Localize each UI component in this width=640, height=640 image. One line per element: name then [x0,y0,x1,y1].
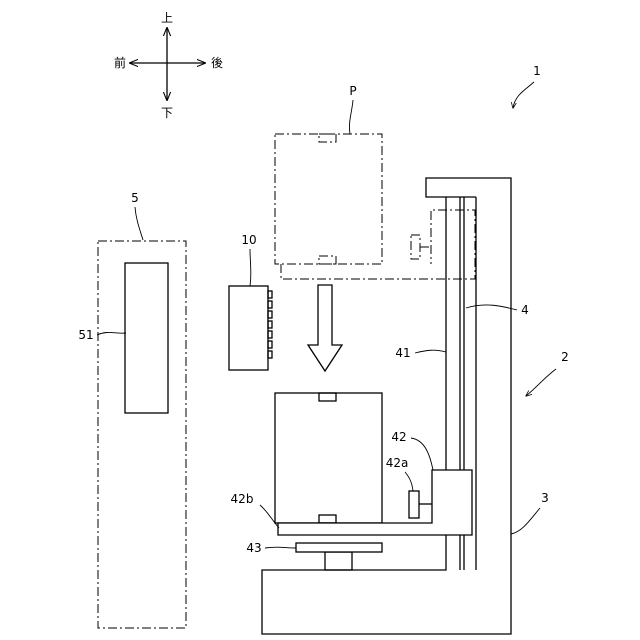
storage-slot [125,263,168,413]
lower-container-bottom-notch [319,515,336,523]
slider [278,470,472,535]
lower-container-top-notch [319,393,336,401]
detector-tooth [268,351,272,358]
direction-indicator: 上 下 前 後 [114,11,223,120]
container-label: P [349,84,356,98]
upper-container-top-notch [319,134,336,142]
device-label: 1 [533,64,541,78]
upper-container-outline [275,134,382,264]
detector-leader [250,249,251,286]
guide-rail-leader [415,350,446,353]
frame-label: 3 [541,491,549,505]
slider-pin-label: 42a [386,456,409,470]
turntable-label: 43 [246,541,261,555]
lower-container-body [275,393,382,523]
detector-tooth [268,301,272,308]
detector-teeth [268,291,272,358]
slider-pin [409,491,419,518]
transfer-device-leader-arrow [526,369,556,396]
guide-rail-label: 41 [395,346,410,360]
guide-leader [466,305,517,310]
turntable-leader [265,547,296,548]
upper-container-phantom [275,134,475,279]
turntable-shaft [325,552,352,570]
device-leader-arrow [513,82,534,108]
slider-plate-label: 42b [231,492,254,506]
guide-label: 4 [521,303,529,317]
storage-slot-label: 51 [78,328,93,342]
storage-rack-leader [135,207,143,240]
direction-up-label: 上 [161,11,173,25]
upper-container-bottom-notch [319,256,336,264]
frame-leader [511,508,540,534]
container-leader [349,100,353,134]
lower-container [275,393,382,523]
detector-tooth [268,331,272,338]
slider-plate-leader [260,505,279,528]
frame [262,178,511,634]
storage-rack [98,241,186,628]
storage-rack-label: 5 [131,191,139,205]
detector [229,286,272,370]
turntable [296,543,382,552]
direction-front-label: 前 [114,55,126,70]
slider-pin-leader [405,472,413,491]
transfer-direction-arrow [308,285,342,371]
detector-label: 10 [241,233,256,247]
upper-slider-pin-phantom [411,235,420,259]
detector-tooth [268,341,272,348]
detector-tooth [268,321,272,328]
detector-tooth [268,311,272,318]
storage-rack-outline [98,241,186,628]
transfer-device-label: 2 [561,350,569,364]
direction-down-label: 下 [161,106,173,120]
direction-back-label: 後 [211,56,223,70]
detector-body [229,286,268,370]
detector-tooth [268,291,272,298]
slider-leader [411,438,433,470]
storage-slot-leader [97,332,126,335]
slider-label: 42 [391,430,406,444]
